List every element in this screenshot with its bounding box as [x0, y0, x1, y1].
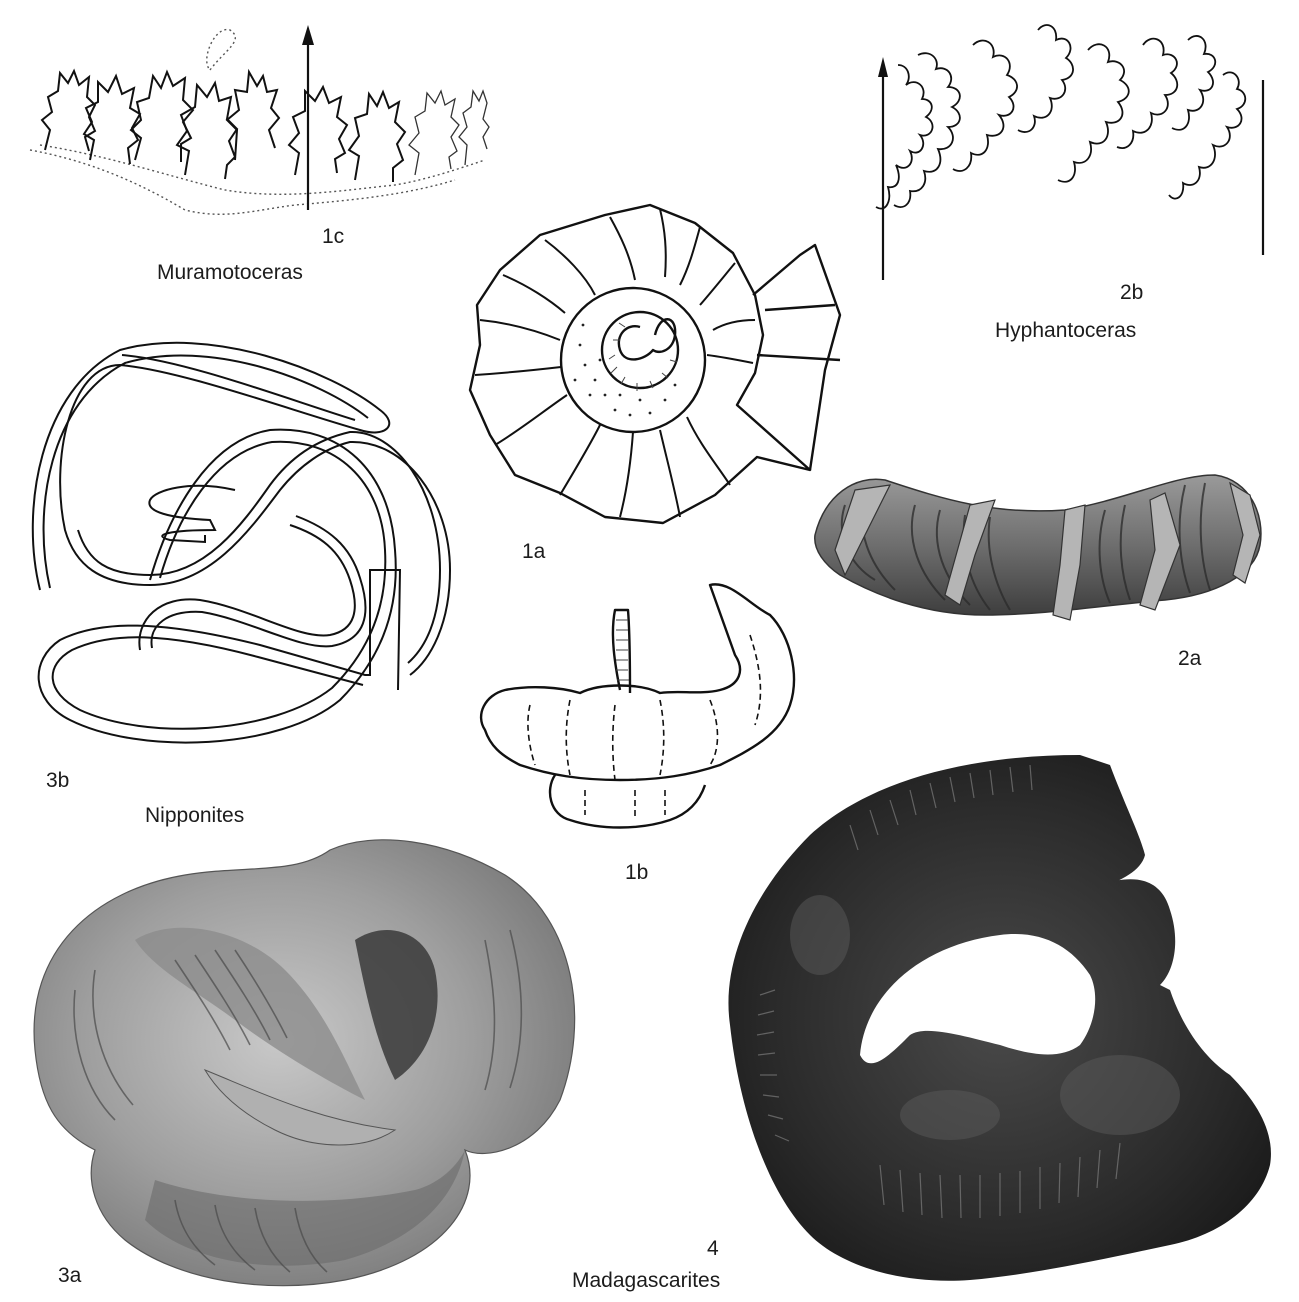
figure-1a-muramotoceras-lateral	[455, 195, 842, 535]
figure-label-3a: 3a	[58, 1264, 82, 1287]
figure-3a-nipponites-shell	[15, 820, 595, 1295]
fossil-photograph	[728, 755, 1271, 1281]
meandering-tube-illustration	[31, 341, 452, 744]
figure-label-1c: 1c	[322, 225, 345, 248]
figure-2a-hyphantoceras-shell	[795, 455, 1275, 630]
shaded-knotted-shell-illustration	[33, 839, 576, 1287]
figure-label-1b: 1b	[625, 861, 649, 884]
genus-label-nipponites: Nipponites	[145, 804, 245, 827]
figure-1c-suture-muramotoceras	[25, 10, 515, 220]
figure-label-3b: 3b	[46, 769, 70, 792]
suture-line-illustration	[875, 24, 1265, 280]
genus-label-muramotoceras: Muramotoceras	[157, 261, 303, 284]
shaded-shell-illustration	[814, 474, 1262, 621]
genus-label-madagascarites: Madagascarites	[572, 1269, 721, 1292]
ammonite-lateral-illustration	[468, 203, 842, 525]
figure-4-madagascarites-photo	[700, 735, 1285, 1295]
figure-3b-nipponites-schematic	[10, 330, 460, 770]
suture-line-illustration	[29, 25, 490, 215]
genus-label-hyphantoceras: Hyphantoceras	[995, 319, 1137, 342]
figure-label-2b: 2b	[1120, 281, 1144, 304]
figure-1b-muramotoceras-side	[470, 575, 796, 845]
ammonite-side-illustration	[479, 583, 796, 829]
figure-label-1a: 1a	[522, 540, 546, 563]
figure-label-2a: 2a	[1178, 647, 1202, 670]
figure-2b-suture-hyphantoceras	[875, 15, 1278, 285]
figure-label-4: 4	[707, 1237, 719, 1260]
